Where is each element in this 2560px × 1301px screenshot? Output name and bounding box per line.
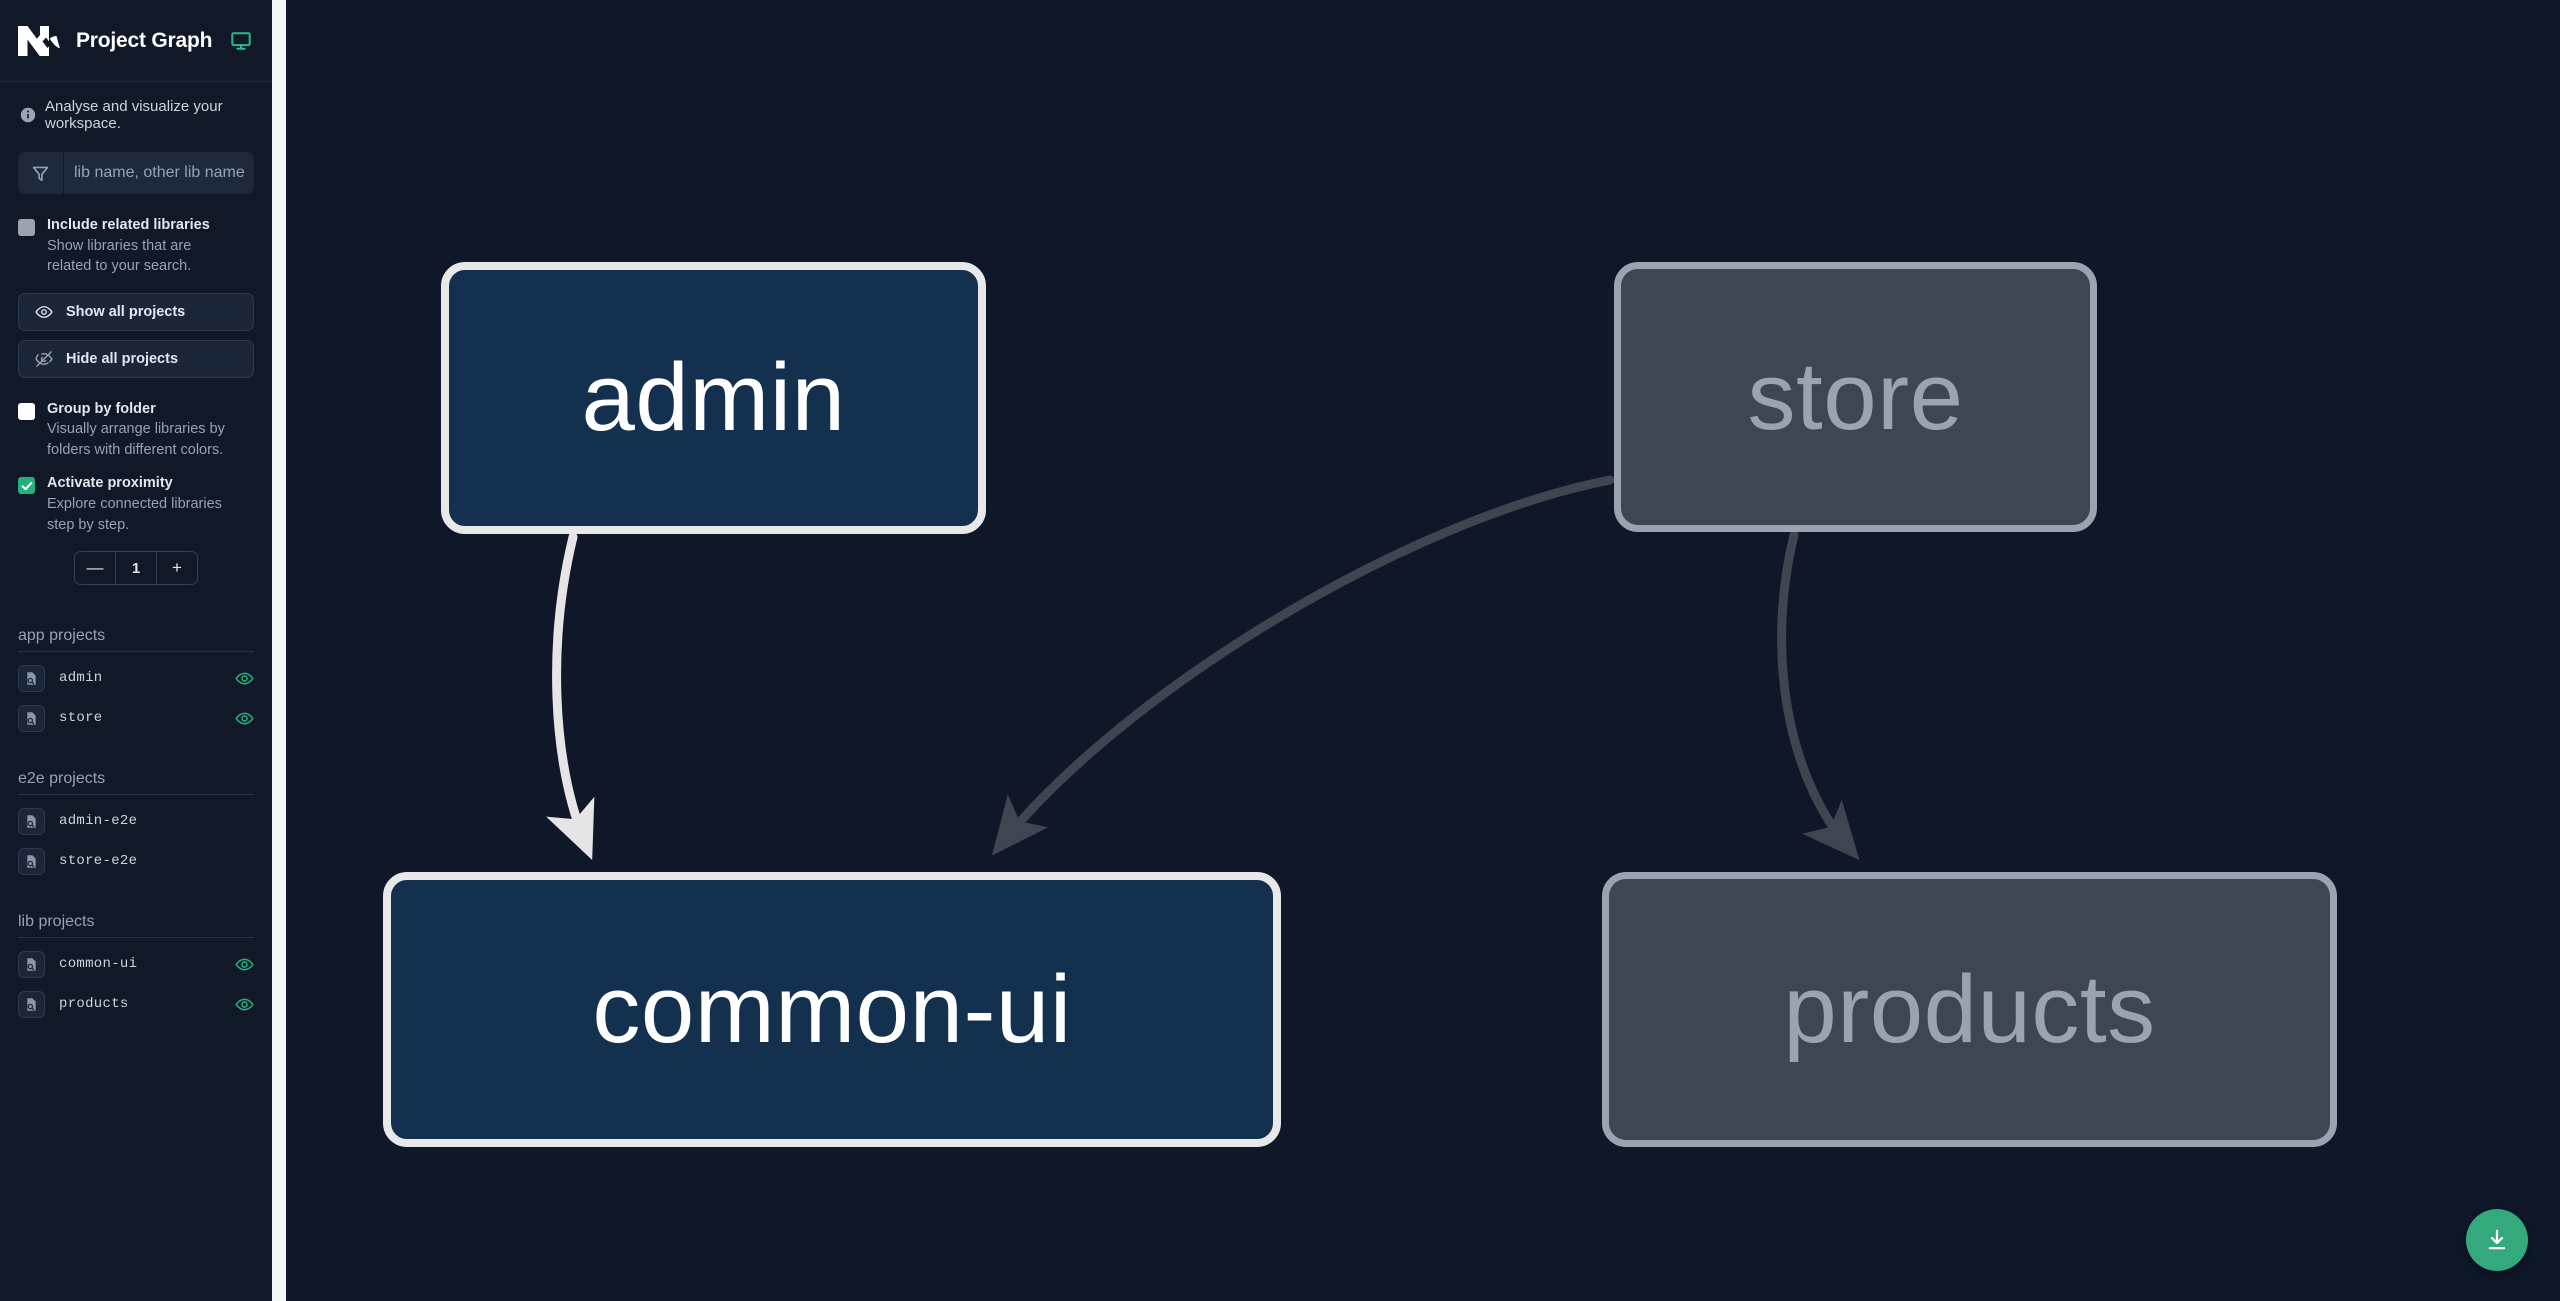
group-by-folder-label: Group by folder [47, 400, 156, 417]
group-by-folder-description: Visually arrange libraries by folders wi… [47, 421, 225, 458]
show-all-projects-label: Show all projects [66, 303, 186, 320]
group-by-folder-checkbox[interactable] [18, 402, 35, 420]
download-icon [2488, 1229, 2506, 1250]
option-activate-proximity[interactable]: Activate proximity Explore connected lib… [0, 460, 272, 535]
project-row-admin-e2e[interactable]: admin-e2e [18, 801, 254, 841]
project-file-icon [18, 704, 45, 732]
proximity-stepper[interactable]: — 1 + [74, 551, 198, 586]
search-input[interactable] [64, 152, 254, 194]
edge-store-to-common-ui [991, 475, 1615, 856]
eye-icon [235, 998, 254, 1011]
project-group-heading: lib projects [18, 913, 254, 939]
project-name: admin-e2e [59, 813, 138, 830]
project-group-heading: app projects [18, 627, 254, 653]
activate-proximity-description: Explore connected libraries step by step… [47, 496, 222, 533]
project-visibility-toggle[interactable] [235, 709, 254, 728]
project-group-app: app projects admin [0, 627, 272, 738]
project-file-icon [18, 807, 45, 835]
nx-logo-icon [16, 20, 62, 62]
project-visibility-toggle[interactable] [235, 669, 254, 688]
project-name: admin [59, 670, 103, 687]
eye-icon [235, 958, 254, 971]
project-name: store [59, 710, 103, 727]
eye-off-icon [35, 350, 53, 367]
eye-icon [35, 305, 53, 318]
graph-node-label: store [1747, 343, 1964, 450]
graph-node-label: products [1783, 955, 2156, 1063]
project-visibility-toggle[interactable] [235, 995, 254, 1014]
project-file-icon [18, 847, 45, 875]
sidebar-header: Project Graph [0, 0, 272, 82]
project-group-e2e: e2e projects admin-e2e [0, 770, 272, 881]
project-group-heading: e2e projects [18, 770, 254, 796]
eye-icon [235, 712, 254, 725]
project-name: products [59, 996, 129, 1013]
sidebar-resize-handle[interactable] [272, 0, 286, 1301]
proximity-value: 1 [115, 552, 157, 585]
proximity-increment-button[interactable]: + [157, 552, 197, 584]
graph-node-label: common-ui [592, 955, 1072, 1063]
tagline-text: Analyse and visualize your workspace. [45, 98, 223, 132]
project-row-products[interactable]: products [18, 984, 254, 1024]
project-file-icon [18, 950, 45, 978]
graph-node-products[interactable]: products [1602, 872, 2337, 1147]
graph-node-store[interactable]: store [1614, 262, 2097, 532]
eye-icon [235, 672, 254, 685]
check-icon [21, 481, 32, 491]
graph-edges [546, 475, 1860, 861]
graph-canvas[interactable]: admin store common-ui products [286, 0, 2560, 1301]
project-file-icon [18, 664, 45, 692]
graph-node-label: admin [581, 344, 846, 451]
bulk-actions: Show all projects Hide all projects [0, 277, 272, 378]
graph-node-common-ui[interactable]: common-ui [383, 872, 1281, 1147]
info-icon [20, 107, 36, 123]
edge-admin-to-common-ui [546, 532, 595, 860]
download-button[interactable] [2466, 1209, 2528, 1271]
project-row-common-ui[interactable]: common-ui [18, 944, 254, 984]
activate-proximity-label: Activate proximity [47, 475, 173, 492]
project-row-admin[interactable]: admin [18, 658, 254, 698]
filter-icon[interactable] [18, 152, 64, 194]
option-group-by-folder[interactable]: Group by folder Visually arrange librari… [0, 378, 272, 461]
project-name: common-ui [59, 956, 138, 973]
include-related-description: Show libraries that are related to your … [47, 237, 192, 275]
project-row-store-e2e[interactable]: store-e2e [18, 841, 254, 881]
option-include-related-libraries[interactable]: Include related libraries Show libraries… [0, 194, 272, 277]
graph-node-admin[interactable]: admin [441, 262, 986, 534]
project-row-store[interactable]: store [18, 698, 254, 738]
hide-all-projects-label: Hide all projects [66, 350, 179, 367]
search-box[interactable] [18, 152, 254, 194]
project-file-icon [18, 990, 45, 1018]
sidebar: Project Graph Analyse and visualize your… [0, 0, 272, 1301]
proximity-decrement-button[interactable]: — [75, 552, 115, 584]
page-title: Project Graph [76, 28, 213, 52]
project-visibility-toggle[interactable] [235, 955, 254, 974]
monitor-icon[interactable] [230, 30, 252, 52]
activate-proximity-checkbox[interactable] [18, 477, 35, 495]
project-name: store-e2e [59, 853, 138, 870]
include-related-checkbox[interactable] [18, 219, 35, 236]
edge-store-to-products [1777, 530, 1860, 861]
project-group-lib: lib projects common-ui [0, 913, 272, 1024]
tagline: Analyse and visualize your workspace. [0, 82, 272, 132]
include-related-label: Include related libraries [47, 217, 210, 233]
search-section [0, 132, 272, 194]
hide-all-projects-button[interactable]: Hide all projects [18, 339, 254, 378]
show-all-projects-button[interactable]: Show all projects [18, 292, 254, 331]
